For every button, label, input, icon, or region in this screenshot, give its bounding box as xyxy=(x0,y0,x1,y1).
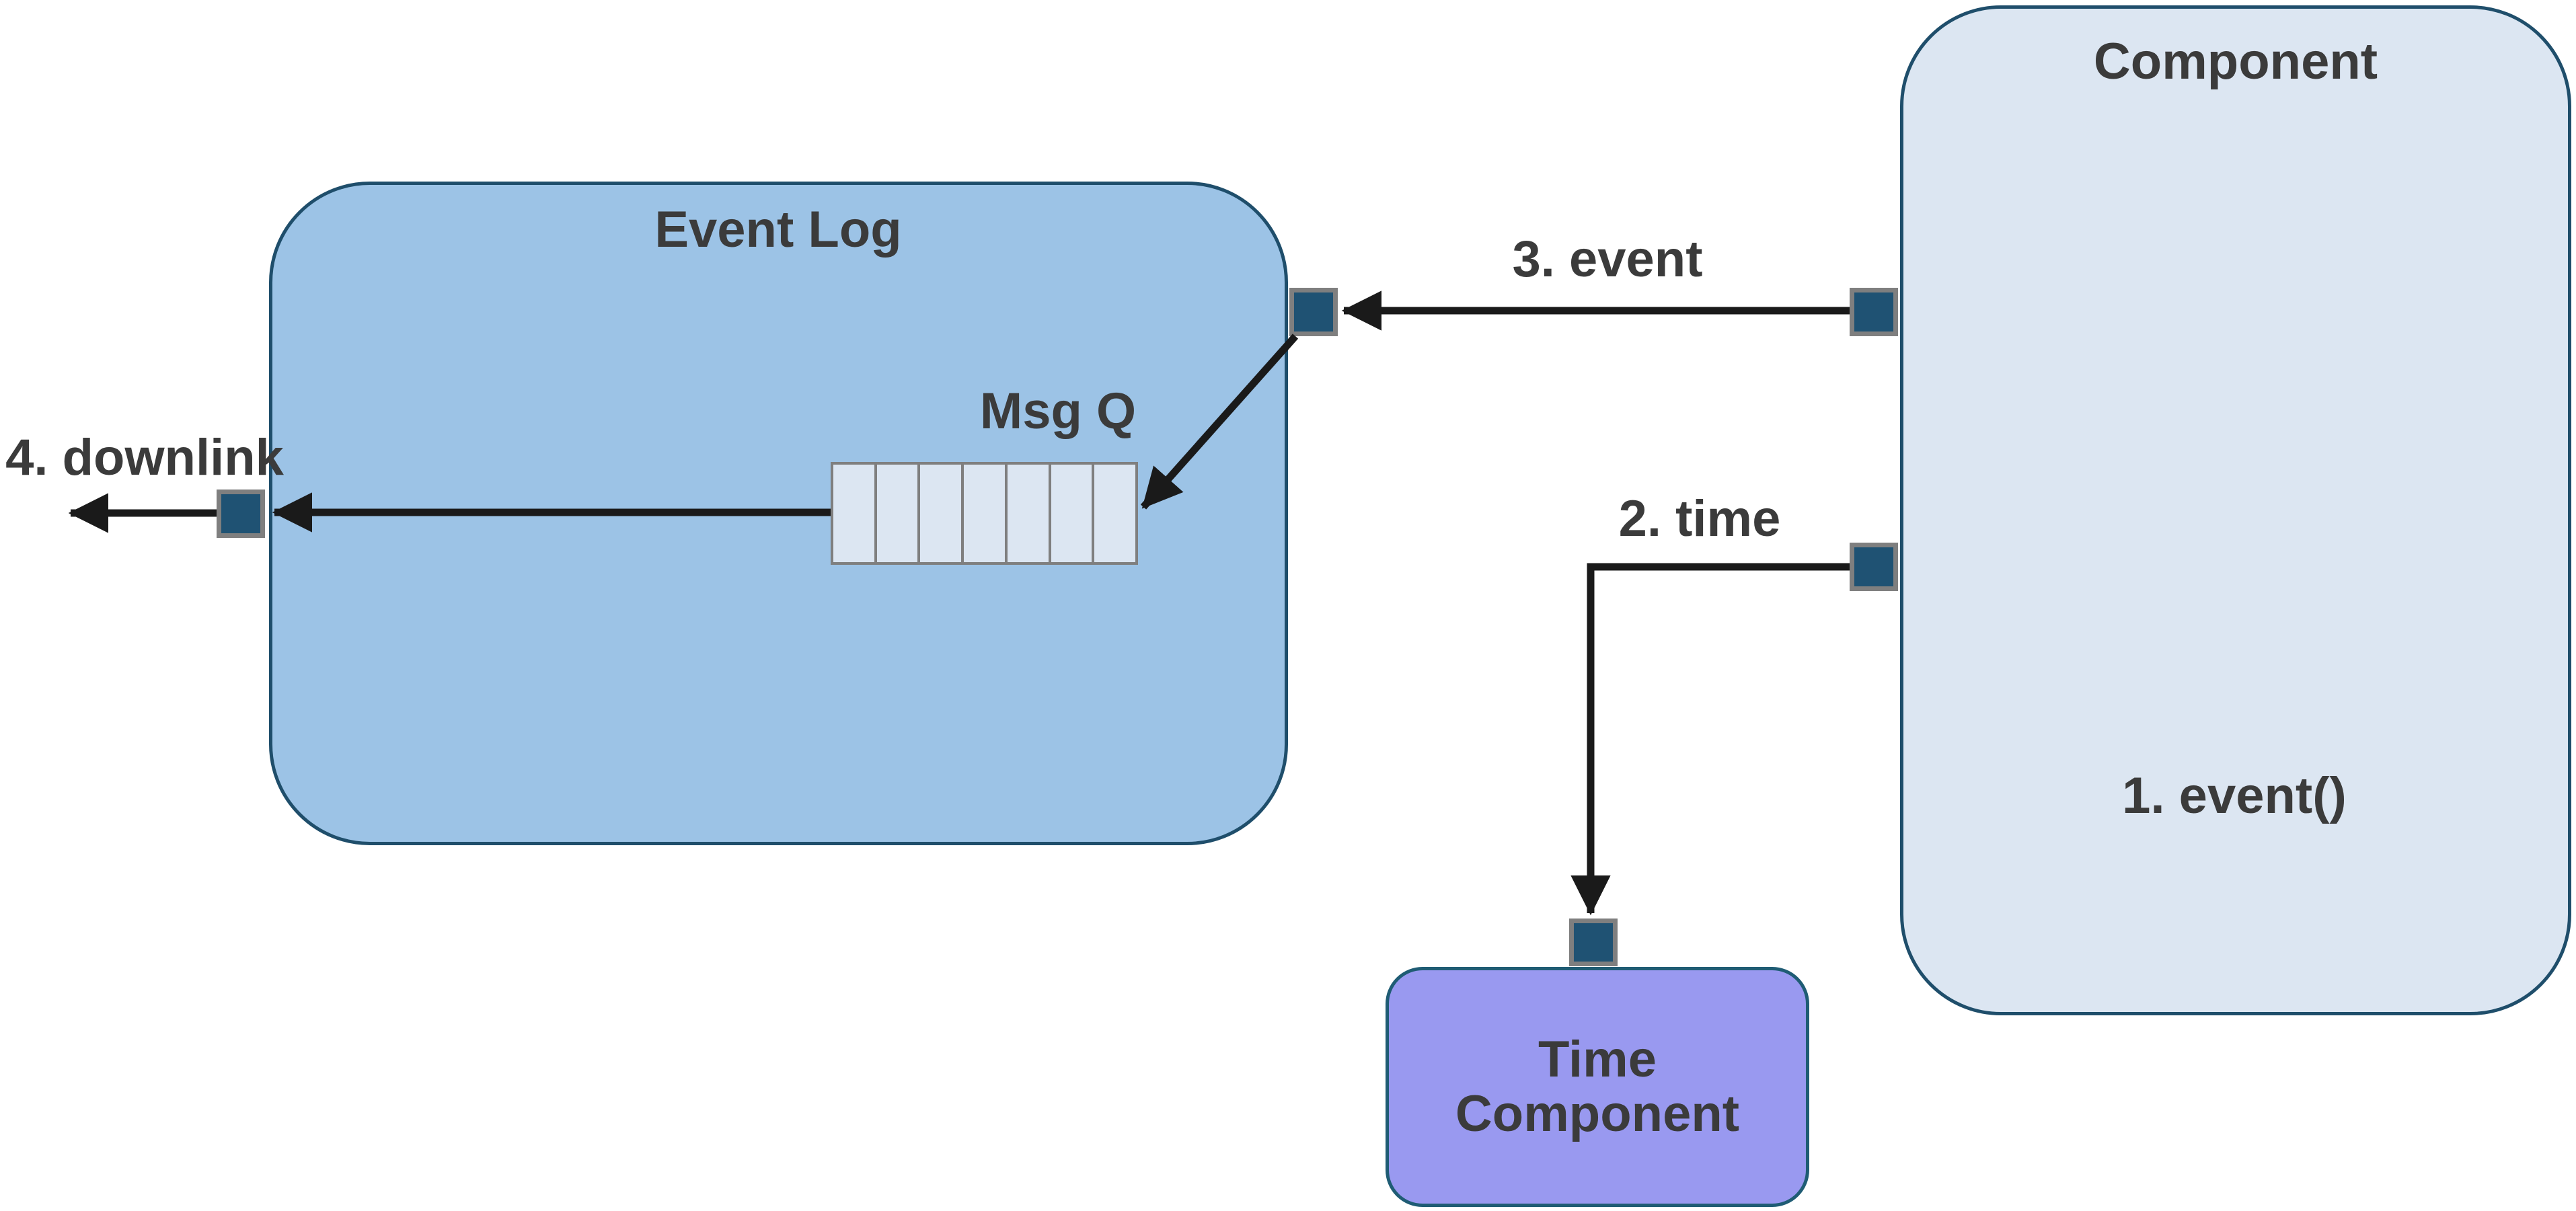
msg-queue-cell xyxy=(831,462,877,565)
msg-queue-cell xyxy=(917,462,964,565)
msg-queue xyxy=(831,462,1139,565)
event-annotation: 1. event() xyxy=(2122,767,2347,825)
component-time-port xyxy=(1850,543,1898,591)
msg-queue-cell xyxy=(1092,462,1139,565)
event-log-left-port xyxy=(217,490,265,538)
msg-queue-cell xyxy=(1004,462,1051,565)
time-component-title: Time Component xyxy=(1455,1030,1740,1142)
downlink-connector-label: 4. downlink xyxy=(5,429,284,487)
msg-queue-cell xyxy=(961,462,1008,565)
time-component-top-port xyxy=(1569,919,1618,966)
event-log-right-port xyxy=(1289,288,1338,336)
msg-queue-cell xyxy=(1048,462,1095,565)
component-title: Component xyxy=(2093,33,2378,91)
component-event-port xyxy=(1850,288,1898,336)
component-node xyxy=(1900,5,2571,1015)
msg-queue-label: Msg Q xyxy=(979,383,1137,440)
time-component-node: Time Component xyxy=(1386,967,1809,1207)
event-connector-label: 3. event xyxy=(1512,231,1703,288)
time-connector-label: 2. time xyxy=(1618,490,1781,548)
event-log-title: Event Log xyxy=(654,201,902,259)
time-connector xyxy=(1570,563,1850,916)
msg-queue-cell xyxy=(874,462,921,565)
